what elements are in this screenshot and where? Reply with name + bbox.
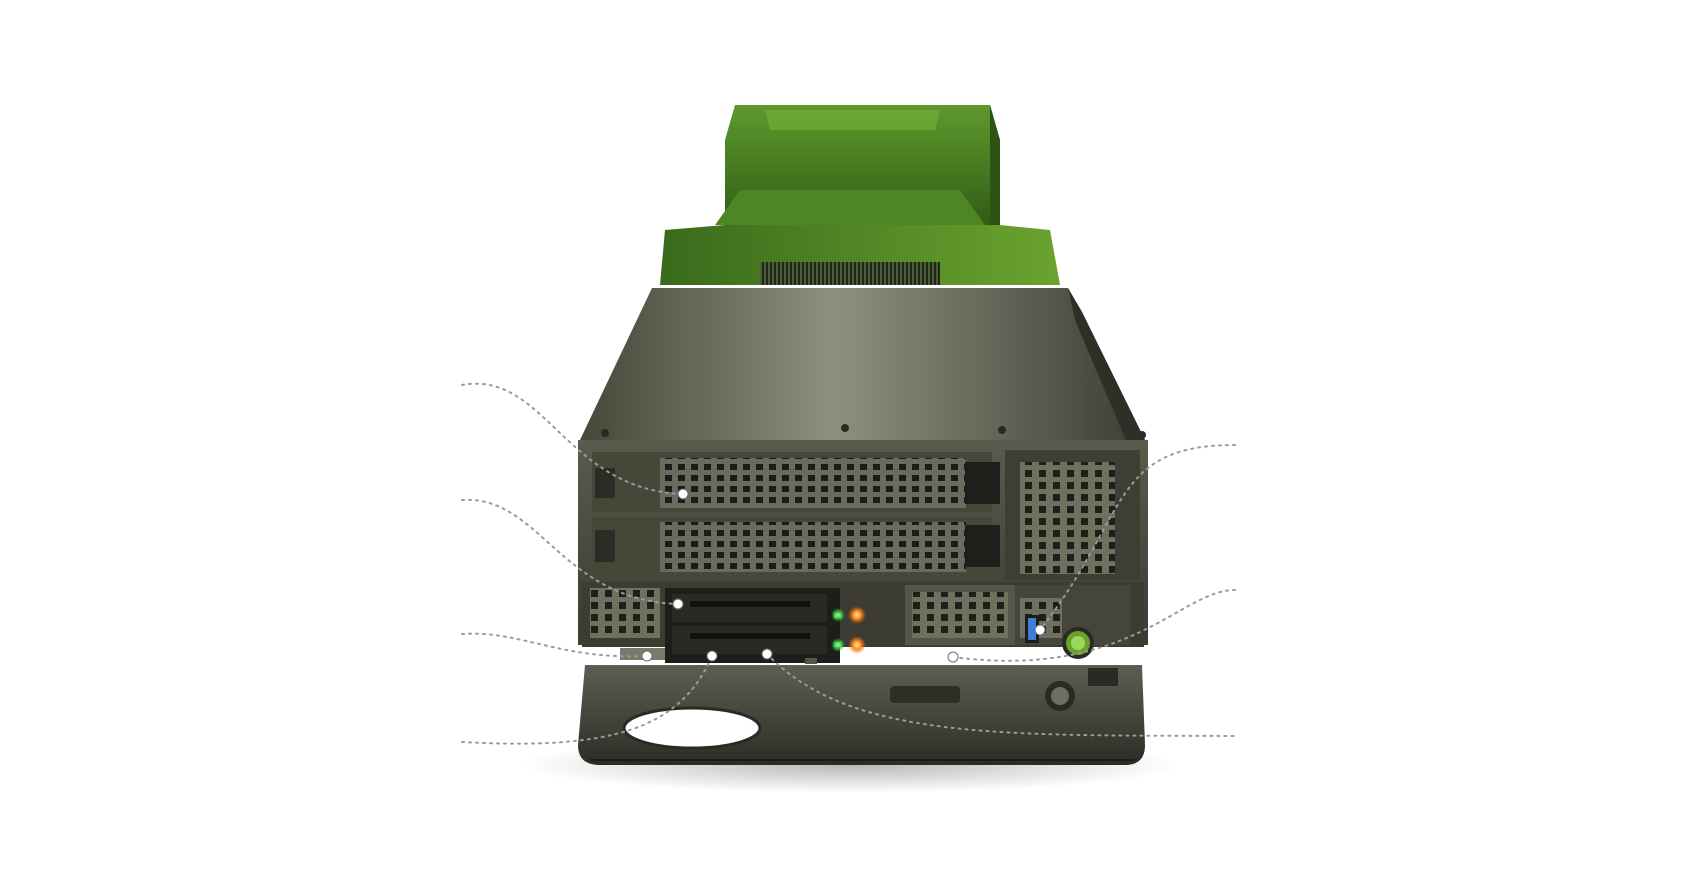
mounting-tray (578, 665, 1145, 765)
rear-module (660, 105, 1060, 285)
drive-slot-right (672, 626, 827, 654)
usb-port-icon (1025, 615, 1039, 643)
pcie-slot-top (592, 452, 1000, 512)
chassis-top (580, 288, 1145, 440)
side-vent (1005, 450, 1140, 580)
led-icon (831, 606, 866, 654)
drive-bay (665, 588, 840, 664)
io-panel (905, 585, 1130, 645)
pcie-slot-bottom (592, 517, 1000, 577)
drive-slot-left (672, 594, 827, 622)
callout-dots (641, 488, 1046, 663)
power-button-icon (1062, 627, 1094, 659)
callout-lines (461, 382, 1236, 745)
